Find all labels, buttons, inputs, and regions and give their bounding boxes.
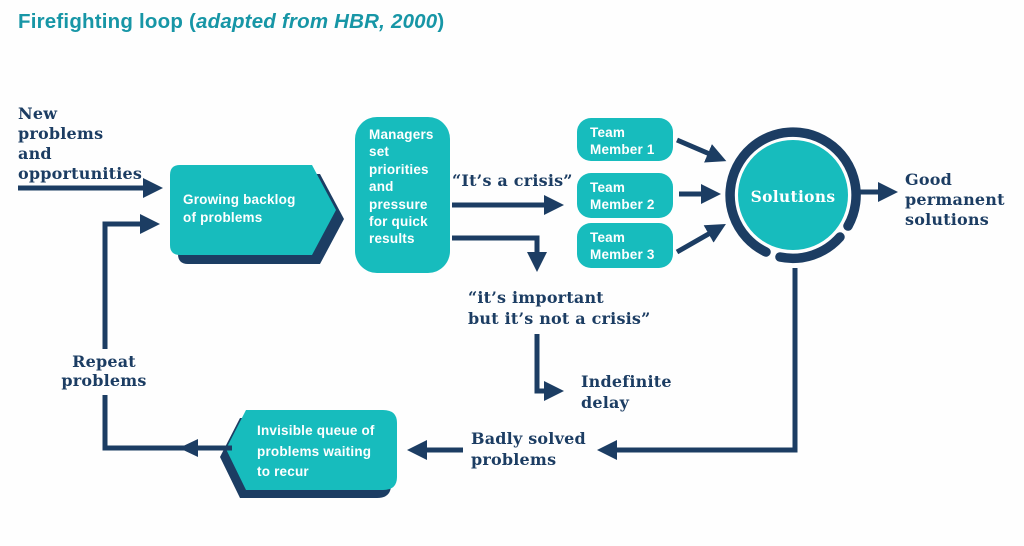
label-its-a-crisis: “It’s a crisis”	[452, 171, 573, 190]
team-member-2-box	[577, 173, 673, 218]
solutions-circle	[738, 140, 848, 250]
solutions-label: Solutions	[750, 187, 836, 206]
queue-box-label: Invisible queue of problems waiting to r…	[257, 423, 375, 479]
arrowhead-queue-out	[179, 439, 198, 457]
arrow-solutions-to-badly-solved	[597, 268, 798, 460]
team-member-1-label: Team Member 1	[590, 125, 655, 157]
line-queue-to-repeat-loop	[102, 395, 232, 451]
backlog-box-label: Growing backlog of problems	[183, 192, 296, 225]
page-title: Firefighting loop (adapted from HBR, 200…	[18, 10, 444, 34]
arrow-important-to-delay	[534, 334, 564, 401]
managers-box	[355, 117, 450, 273]
label-indefinite-delay: Indefinite delay	[581, 372, 672, 412]
connectors	[18, 137, 898, 460]
backlog-box	[170, 165, 336, 255]
arrow-team1-to-solutions	[676, 137, 727, 163]
label-important-not-crisis: “it’s important but it’s not a crisis”	[468, 288, 651, 328]
team-member-2-label: Team Member 2	[590, 180, 655, 212]
solutions-ring	[725, 127, 861, 264]
label-repeat-problems: Repeat problems	[54, 352, 154, 390]
title-source: adapted from HBR, 2000	[196, 10, 438, 33]
managers-box-label: Managers set priorities and pressure for…	[369, 127, 434, 247]
team-member-1-box	[577, 118, 673, 161]
arrow-managers-to-important	[452, 235, 547, 272]
label-new-problems: New problems and opportunities	[18, 104, 143, 183]
team-member-3-box	[577, 223, 673, 268]
arrow-team3-to-solutions	[675, 224, 726, 255]
team-member-3-label: Team Member 3	[590, 230, 655, 262]
queue-box	[226, 410, 397, 490]
label-badly-solved-problems: Badly solved problems	[471, 429, 586, 469]
label-good-permanent-solutions: Good permanent solutions	[905, 170, 1005, 229]
title-suffix: )	[437, 10, 445, 33]
arrow-repeat-loop-to-backlog	[102, 214, 160, 349]
title-prefix: Firefighting loop (	[18, 10, 197, 33]
